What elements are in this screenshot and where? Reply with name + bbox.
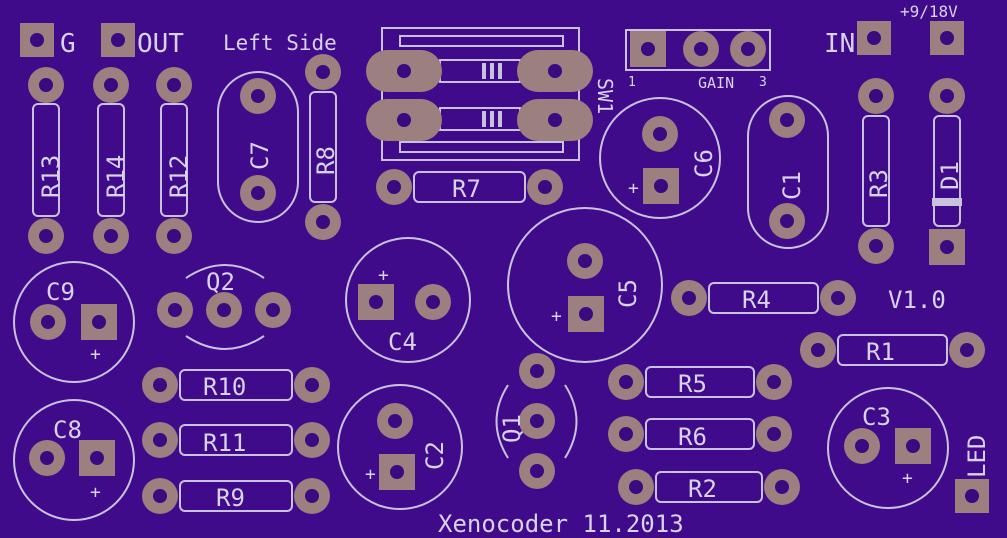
resistor-r9: R9 [142, 478, 330, 514]
capacitor-c5: + C5 [507, 207, 663, 363]
r14-label: R14 [102, 155, 130, 198]
in-label: IN [824, 29, 855, 59]
led-label: LED [963, 435, 991, 478]
diode-d1: D1 [929, 78, 965, 265]
capacitor-c7: C7 [217, 71, 299, 223]
led-connector: LED [955, 435, 991, 513]
r6-label: R6 [678, 423, 707, 451]
in-connector: IN [824, 21, 891, 59]
sw1-switch: SW1 [366, 27, 617, 161]
resistor-r10: R10 [142, 367, 330, 403]
resistor-r13: R13 [28, 67, 65, 254]
r13-label: R13 [37, 155, 65, 198]
c7-label: C7 [246, 141, 274, 170]
capacitor-c2: + C2 [337, 384, 463, 510]
c3-plus: + [902, 468, 913, 489]
side-label: Left Side [223, 31, 337, 55]
resistor-r2: R2 [618, 469, 800, 505]
r12-label: R12 [165, 155, 193, 198]
resistor-r1: R1 [800, 332, 985, 368]
ground-label: G [60, 29, 76, 59]
capacitor-c8: C8 + [13, 399, 135, 521]
c6-label: C6 [690, 149, 718, 178]
out-label: OUT [137, 29, 184, 59]
d1-label: D1 [936, 161, 964, 190]
c8-label: C8 [53, 416, 82, 444]
c9-plus: + [90, 344, 101, 365]
c3-label: C3 [862, 403, 891, 431]
resistor-r12: R12 [156, 67, 193, 254]
capacitor-c3: C3 + [827, 387, 949, 509]
capacitor-c9: C9 + [13, 261, 135, 383]
r7-label: R7 [452, 175, 481, 203]
footer-credit: Xenocoder 11.2013 [438, 510, 684, 538]
c8-plus: + [90, 482, 101, 503]
resistor-r3: R3 [858, 78, 894, 264]
c9-label: C9 [46, 278, 75, 306]
resistor-r8: R8 [305, 54, 341, 240]
gain-pin3-label: 3 [759, 75, 767, 90]
c4-plus: + [378, 265, 389, 286]
c1-label: C1 [778, 171, 806, 200]
q1-label: Q1 [498, 414, 526, 443]
c5-label: C5 [614, 279, 642, 308]
r4-label: R4 [742, 286, 771, 314]
r5-label: R5 [678, 370, 707, 398]
q2-label: Q2 [206, 268, 235, 296]
c5-plus: + [551, 306, 562, 327]
c2-plus: + [365, 464, 376, 485]
c2-label: C2 [421, 441, 449, 470]
resistor-r5: R5 [608, 364, 792, 400]
gain-pin1-label: 1 [628, 75, 636, 90]
gain-pot: 1 GAIN 3 [625, 29, 771, 92]
r3-label: R3 [865, 169, 893, 198]
r1-label: R1 [866, 338, 895, 366]
transistor-q2: Q2 [157, 264, 291, 350]
r11-label: R11 [203, 429, 246, 457]
resistor-r6: R6 [608, 416, 792, 452]
power-connector: +9/18V [900, 2, 964, 55]
r9-label: R9 [216, 484, 245, 512]
resistor-r4: R4 [671, 280, 856, 316]
r8-label: R8 [312, 146, 340, 175]
transistor-q1: Q1 [495, 353, 578, 489]
r10-label: R10 [203, 373, 246, 401]
c6-plus: + [628, 178, 639, 199]
capacitor-c4: + C4 [345, 237, 471, 363]
capacitor-c1: C1 [747, 95, 829, 249]
resistor-r14: R14 [93, 67, 130, 254]
capacitor-c6: + C6 [599, 97, 721, 219]
sw1-label: SW1 [593, 78, 617, 114]
power-label: +9/18V [900, 2, 958, 21]
c4-label: C4 [388, 328, 417, 356]
r2-label: R2 [688, 475, 717, 503]
ground-connector: G [20, 23, 76, 59]
resistor-r7: R7 [376, 169, 563, 205]
out-connector: OUT [101, 23, 184, 59]
gain-label: GAIN [698, 74, 734, 92]
resistor-r11: R11 [142, 422, 330, 458]
version-label: V1.0 [888, 286, 946, 314]
